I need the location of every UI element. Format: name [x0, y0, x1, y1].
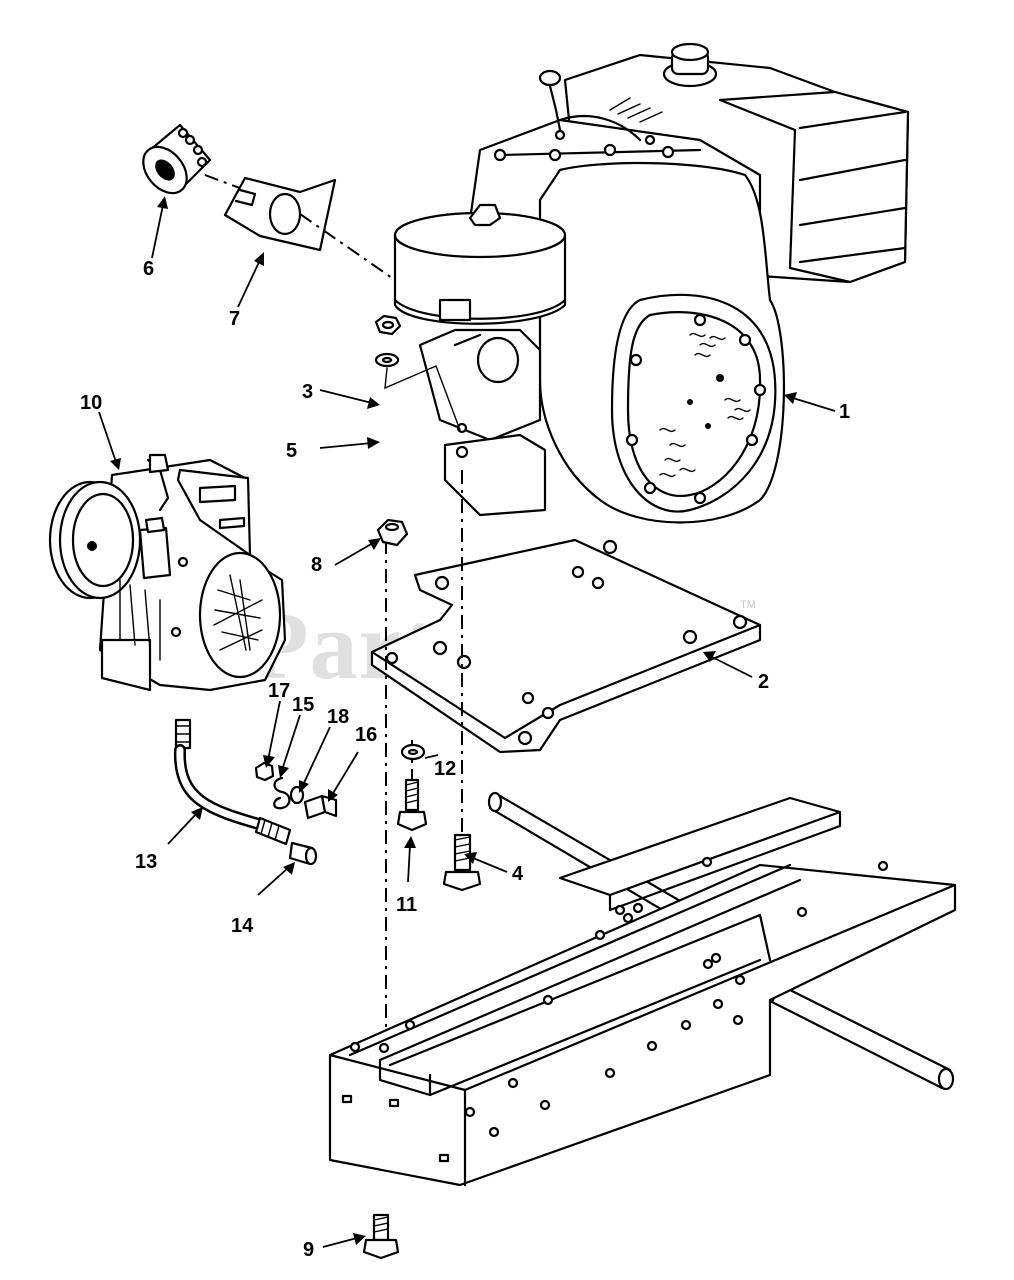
callout-16: 16 [355, 724, 377, 746]
callout-18: 18 [327, 706, 349, 728]
watermark-trademark: TM [740, 599, 756, 611]
callout-17: 17 [268, 680, 290, 702]
callout-8: 8 [311, 554, 322, 576]
callout-4: 4 [512, 863, 524, 885]
clamp-screw-part [303, 794, 338, 820]
callout-1: 1 [839, 401, 850, 423]
callout-5: 5 [286, 440, 297, 462]
callout-10: 10 [80, 392, 102, 414]
callout-12: 12 [434, 758, 456, 780]
callout-7: 7 [229, 308, 240, 330]
tractor-frame-part [328, 791, 957, 1187]
fuel-line-part [173, 718, 292, 846]
callout-13: 13 [135, 851, 157, 873]
callout-11: 11 [396, 894, 417, 916]
engine-part [393, 42, 910, 524]
lock-washer-part [374, 352, 400, 368]
hex-nut-part [376, 518, 409, 547]
callout-15: 15 [292, 694, 314, 716]
callout-6: 6 [143, 258, 154, 280]
leader-lines [98, 196, 836, 1248]
clamp-part [273, 776, 291, 810]
adapter-plate-part [223, 176, 337, 252]
fuel-cap-part [288, 841, 318, 866]
bolt-part [396, 778, 428, 832]
nut-part [374, 314, 402, 336]
callout-2: 2 [758, 671, 769, 693]
clamp-nut-part [254, 761, 275, 782]
callout-3: 3 [302, 381, 313, 403]
hex-bolt-part [442, 833, 482, 892]
washer-part [400, 743, 426, 761]
bearing-part [142, 123, 212, 195]
alternate-engine-part [48, 453, 287, 692]
callout-14: 14 [231, 915, 254, 937]
callout-labels: 1 2 3 4 5 6 7 8 9 10 11 12 13 14 15 16 1… [80, 258, 850, 1261]
callout-9: 9 [303, 1239, 314, 1261]
engine-mounting-plate-part [370, 538, 762, 754]
frame-bolt-part [362, 1213, 400, 1260]
